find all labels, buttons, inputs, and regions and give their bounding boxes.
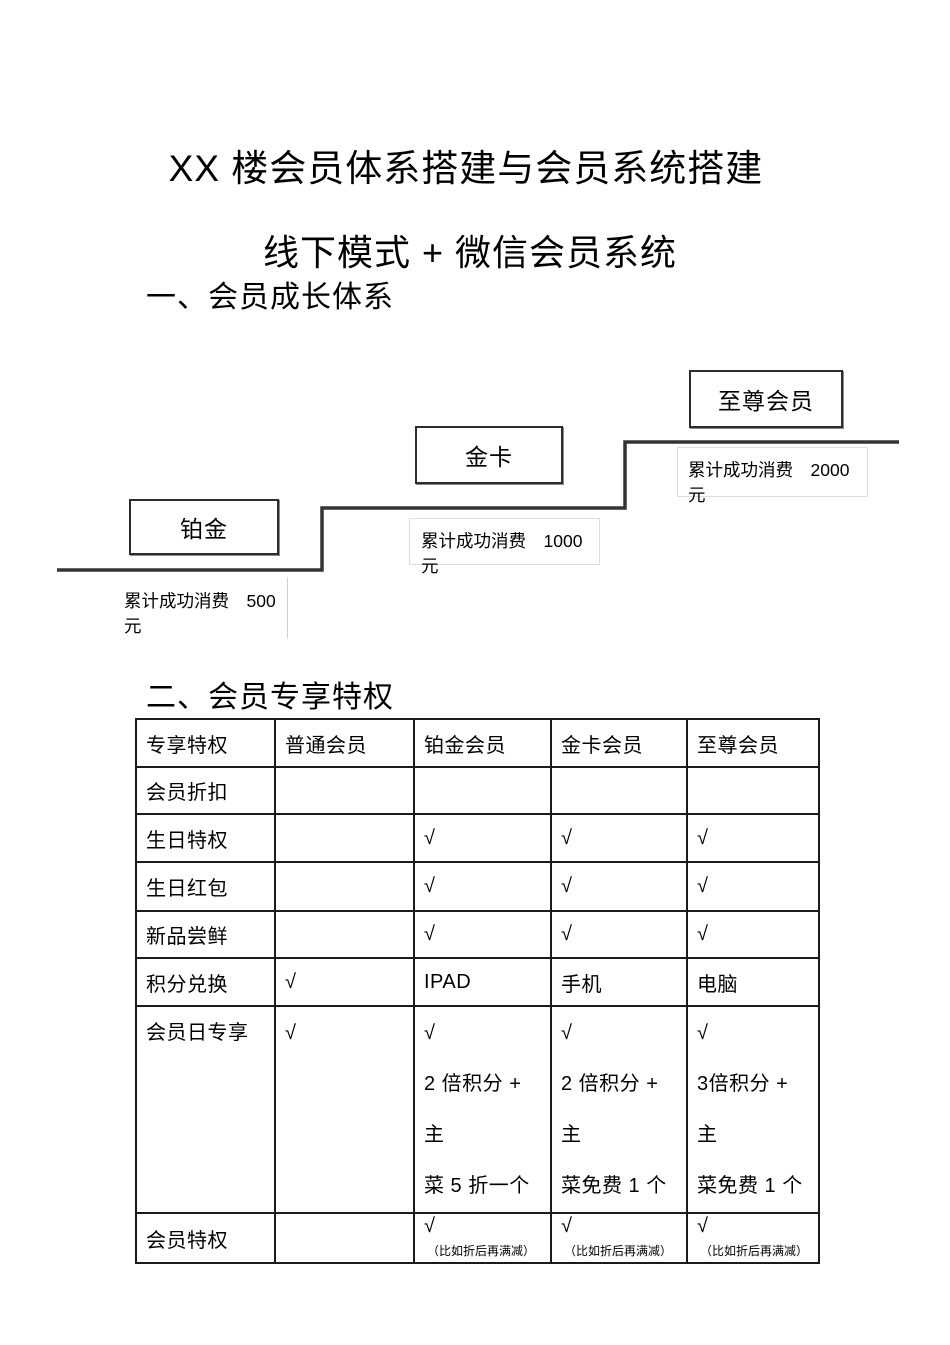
table-row-member-privilege: 会员特权 √ （比如折后再满减） √ （比如折后再满减） √ （比如折后再满减） (135, 1212, 820, 1264)
tier-box-supreme: 至尊会员 (689, 370, 843, 428)
row-label: 生日红包 (135, 861, 276, 912)
table-cell: 电脑 (686, 957, 820, 1007)
check-mark: √ (697, 1215, 709, 1237)
privileges-table: 专享特权 普通会员 铂金会员 金卡会员 至尊会员 会员折扣 生日特权 √ √ √… (135, 718, 820, 1264)
col-header-platinum: 铂金会员 (413, 718, 552, 768)
table-row-birthday-redpacket: 生日红包 √ √ √ (135, 861, 820, 912)
tier-box-platinum: 铂金 (129, 499, 279, 555)
row-label: 会员特权 (135, 1212, 276, 1264)
row-label: 新品尝鲜 (135, 910, 276, 959)
table-cell: √ (686, 861, 820, 912)
table-cell: √ 2 倍积分 + 主 菜 5 折一个 (413, 1005, 552, 1214)
table-cell: √ 3倍积分 + 主 菜免费 1 个 (686, 1005, 820, 1214)
document-subtitle: 线下模式 + 微信会员系统 (262, 232, 678, 273)
table-cell: √ （比如折后再满减） (686, 1212, 820, 1264)
table-cell: √ （比如折后再满减） (550, 1212, 688, 1264)
table-cell (274, 813, 415, 863)
col-header-privilege: 专享特权 (135, 718, 276, 768)
table-cell: √ (550, 910, 688, 959)
section-heading-privileges: 二、会员专享特权 (146, 681, 394, 714)
cell-note: （比如折后再满减） (427, 1244, 536, 1258)
col-header-ordinary: 普通会员 (274, 718, 415, 768)
growth-diagram: 铂金 金卡 至尊会员 累计成功消费 500 元 累计成功消费 1000 元 累计… (0, 0, 950, 660)
cell-note: （比如折后再满减） (700, 1244, 809, 1258)
table-cell: √ (686, 813, 820, 863)
table-cell: √ 2 倍积分 + 主 菜免费 1 个 (550, 1005, 688, 1214)
check-mark: √ (424, 1215, 436, 1237)
cell-note: （比如折后再满减） (564, 1244, 673, 1258)
check-mark: √ (561, 1215, 573, 1237)
table-row-birthday-privilege: 生日特权 √ √ √ (135, 813, 820, 863)
row-label: 生日特权 (135, 813, 276, 863)
table-cell: √ (413, 910, 552, 959)
tier-label: 金卡 (465, 444, 513, 470)
table-cell: √ (413, 813, 552, 863)
table-cell: 手机 (550, 957, 688, 1007)
table-row-points-exchange: 积分兑换 √ IPAD 手机 电脑 (135, 957, 820, 1007)
tier-requirement-gold: 累计成功消费 1000 元 (409, 518, 600, 576)
table-cell: √ (550, 813, 688, 863)
table-cell: √ （比如折后再满减） (413, 1212, 552, 1264)
table-cell (686, 766, 820, 815)
table-cell: √ (274, 1005, 415, 1214)
tier-label: 铂金 (180, 516, 228, 542)
table-cell: IPAD (413, 957, 552, 1007)
tier-label: 至尊会员 (718, 388, 814, 414)
col-header-supreme: 至尊会员 (686, 718, 820, 768)
table-cell (274, 861, 415, 912)
table-row-new-product: 新品尝鲜 √ √ √ (135, 910, 820, 959)
table-cell (413, 766, 552, 815)
table-header-row: 专享特权 普通会员 铂金会员 金卡会员 至尊会员 (135, 718, 820, 768)
table-cell (550, 766, 688, 815)
document-title: XX 楼会员体系搭建与会员系统搭建 (168, 148, 764, 189)
table-cell (274, 1212, 415, 1264)
table-cell: √ (686, 910, 820, 959)
table-cell: √ (274, 957, 415, 1007)
tier-requirement-supreme: 累计成功消费 2000 元 (677, 447, 868, 505)
table-cell (274, 910, 415, 959)
table-cell: √ (413, 861, 552, 912)
table-cell (274, 766, 415, 815)
row-label: 积分兑换 (135, 957, 276, 1007)
tier-box-gold: 金卡 (415, 426, 563, 484)
col-header-gold: 金卡会员 (550, 718, 688, 768)
row-label: 会员折扣 (135, 766, 276, 815)
table-row-member-day: 会员日专享 √ √ 2 倍积分 + 主 菜 5 折一个 √ 2 倍积分 + 主 … (135, 1005, 820, 1214)
section-heading-growth-system: 一、会员成长体系 (146, 281, 394, 314)
tier-requirement-platinum: 累计成功消费 500 元 (118, 577, 288, 639)
table-row-discount: 会员折扣 (135, 766, 820, 815)
row-label: 会员日专享 (135, 1005, 276, 1214)
table-cell: √ (550, 861, 688, 912)
